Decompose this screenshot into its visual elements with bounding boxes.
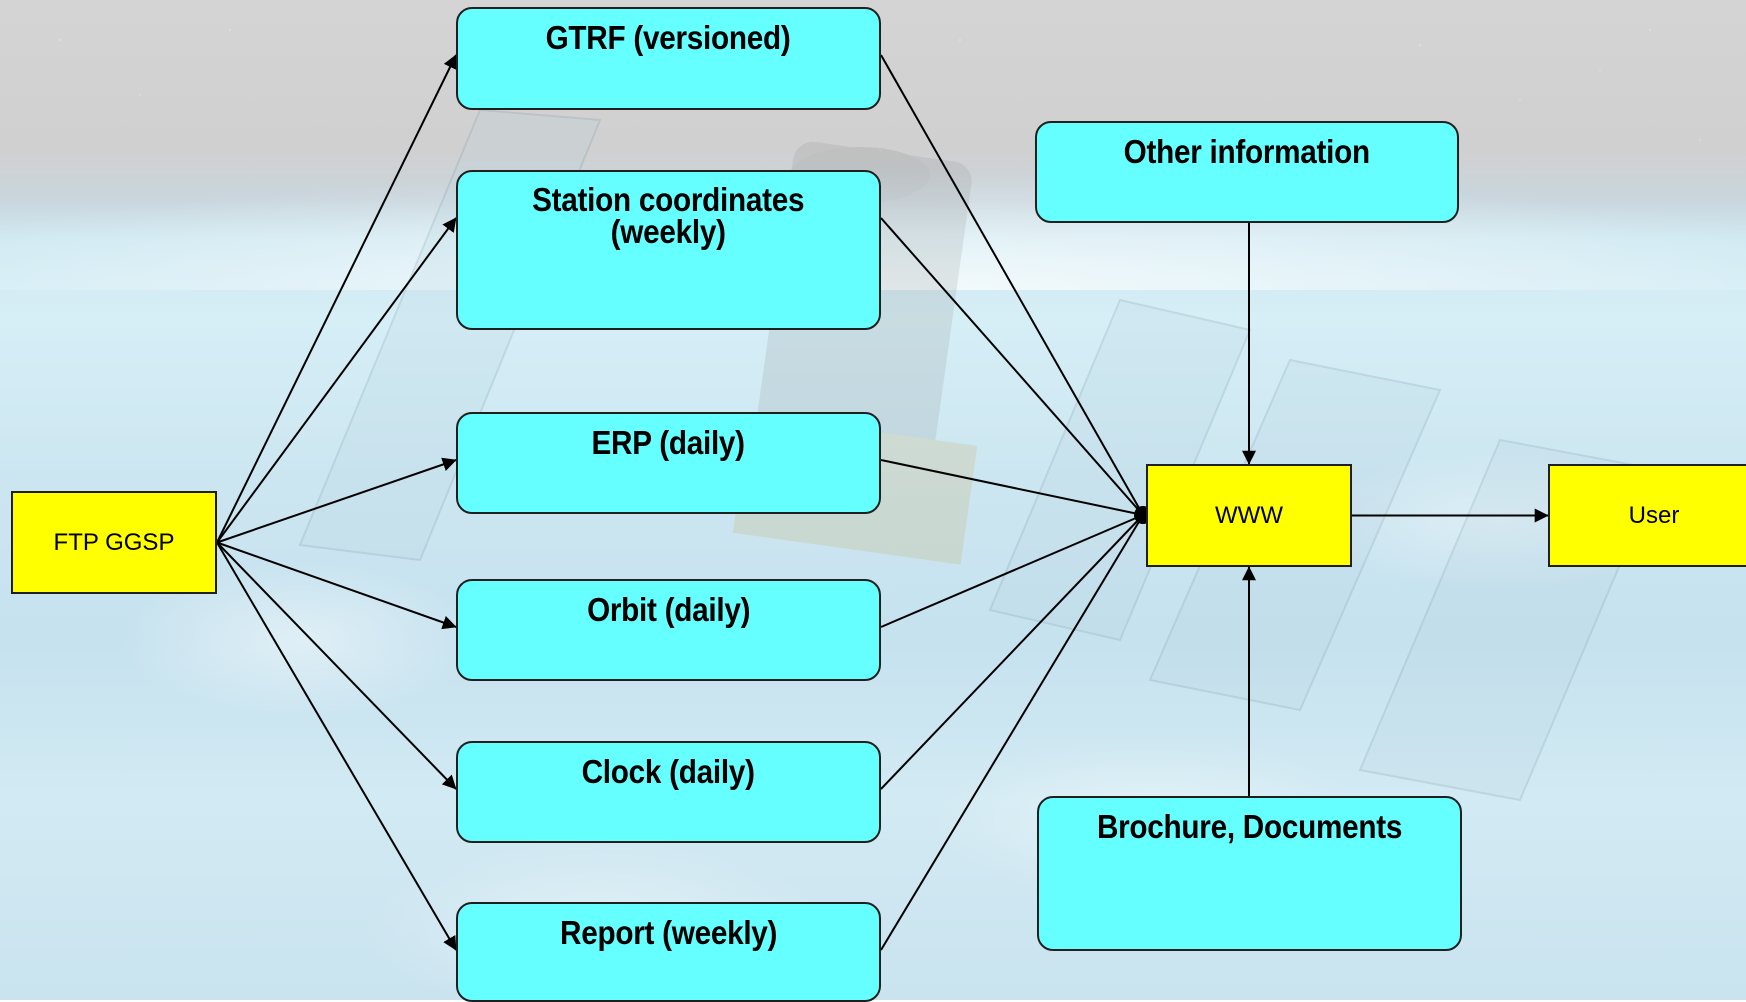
other-information-label: Other information [1123, 133, 1371, 170]
user-label: User [1628, 501, 1680, 529]
gtrf-label: GTRF (versioned) [546, 19, 791, 56]
report-weekly-box: Report (weekly) [456, 902, 881, 1002]
www-box: WWW [1146, 464, 1352, 567]
orbit-daily-box: Orbit (daily) [456, 579, 881, 681]
gtrf-versioned-box: GTRF (versioned) [456, 7, 881, 110]
www-label: WWW [1215, 501, 1283, 529]
erp-daily-box: ERP (daily) [456, 412, 881, 514]
brochure-documents-label: Brochure, Documents [1096, 808, 1403, 845]
brochure-documents-box: Brochure, Documents [1037, 796, 1462, 951]
clock-daily-box: Clock (daily) [456, 741, 881, 843]
station-coordinates-label: Station coordinates (weekly) [532, 181, 805, 250]
clock-label: Clock (daily) [581, 753, 756, 790]
orbit-label: Orbit (daily) [586, 591, 751, 628]
other-information-box: Other information [1035, 121, 1459, 223]
station-coordinates-box: Station coordinates (weekly) [456, 170, 881, 330]
erp-label: ERP (daily) [591, 424, 746, 461]
ftp-ggsp-label: FTP GGSP [53, 528, 175, 556]
report-label: Report (weekly) [559, 914, 778, 951]
ftp-ggsp-box: FTP GGSP [11, 491, 217, 594]
user-box: User [1548, 464, 1746, 567]
